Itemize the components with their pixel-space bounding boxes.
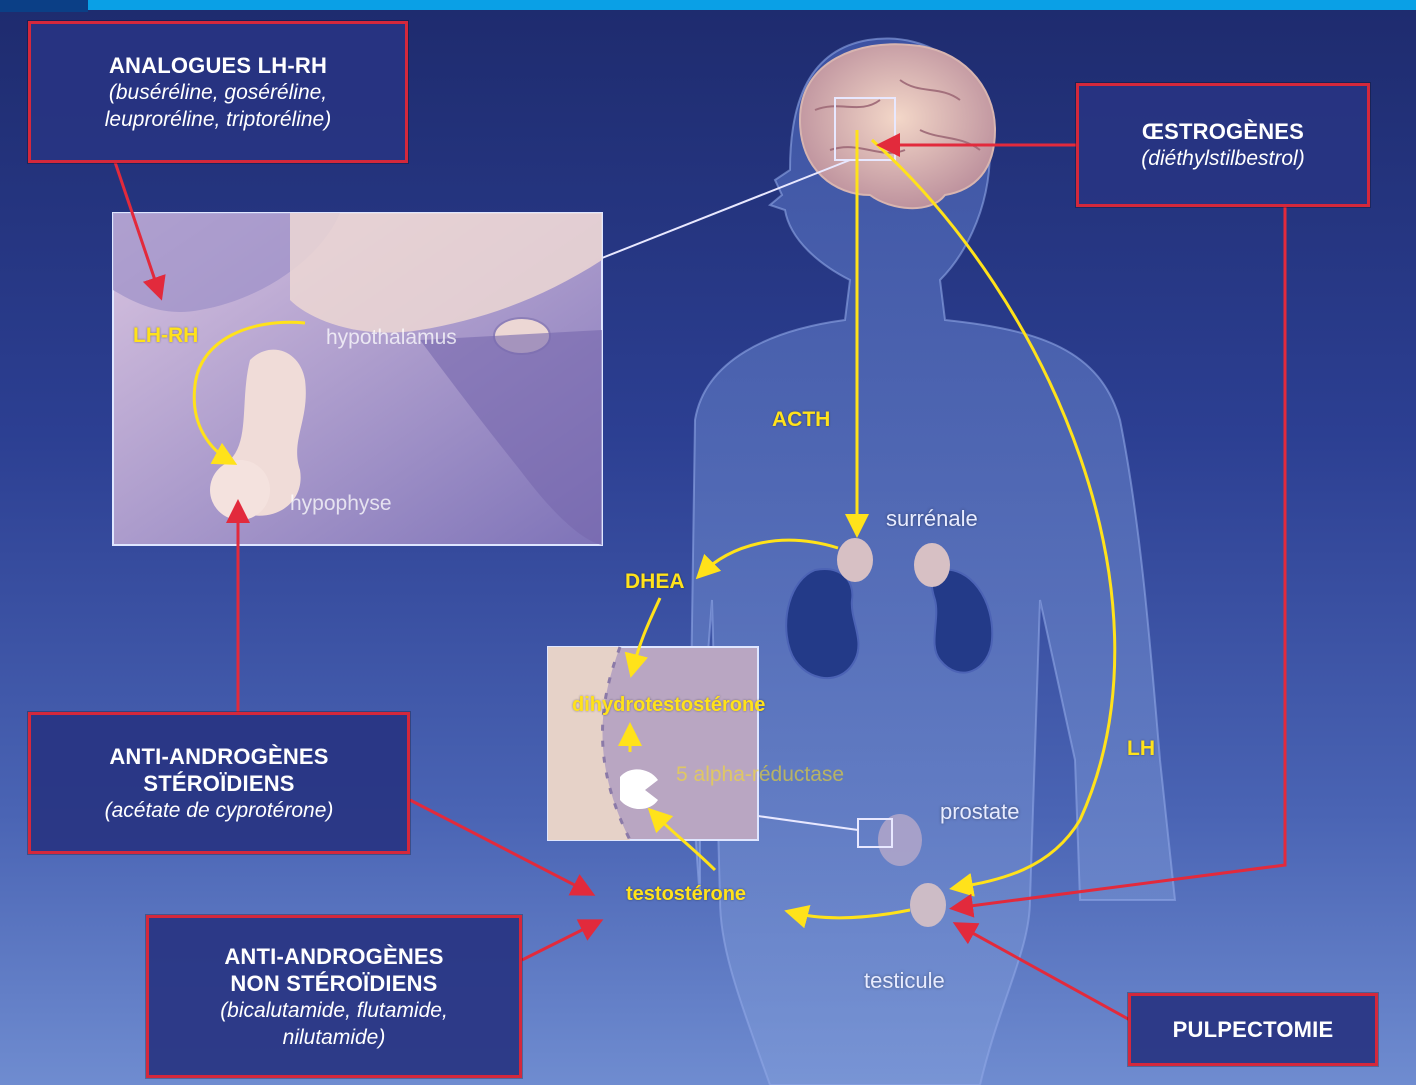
anti-non-steroidiens-subtitle: (bicalutamide, flutamide, nilutamide) [149,997,519,1051]
label-lhrh: LH-RH [133,324,198,348]
analogues-title: ANALOGUES LH-RH [31,52,405,79]
box-oestrogenes: ŒSTROGÈNES (diéthylstilbestrol) [1076,83,1370,207]
oestrogenes-subtitle: (diéthylstilbestrol) [1079,145,1367,172]
label-dihydrotestosterone: dihydrotestostérone [572,694,765,717]
oestrogenes-title: ŒSTROGÈNES [1079,118,1367,145]
anti-steroidiens-title: ANTI-ANDROGÈNES STÉROÏDIENS [31,743,407,797]
label-prostate: prostate [940,799,1020,825]
pulpectomie-title: PULPECTOMIE [1131,1016,1375,1043]
anti-steroidiens-subtitle: (acétate de cyprotérone) [31,797,407,824]
label-dhea: DHEA [625,570,685,594]
label-lh: LH [1127,737,1155,761]
anti-non-steroidiens-title: ANTI-ANDROGÈNES NON STÉROÏDIENS [149,943,519,997]
label-surrenale: surrénale [886,506,978,532]
brain [800,44,995,208]
analogues-subtitle: (buséréline, goséréline, leuproréline, t… [31,79,405,133]
label-hypothalamus: hypothalamus [326,326,457,350]
label-hypophyse: hypophyse [290,492,392,516]
label-5-alpha-reductase: 5 alpha-réductase [676,763,844,787]
box-anti-androgenes-non-steroidiens: ANTI-ANDROGÈNES NON STÉROÏDIENS (bicalut… [146,915,522,1078]
label-testosterone: testostérone [626,883,746,906]
box-analogues-lhrh: ANALOGUES LH-RH (buséréline, goséréline,… [28,21,408,163]
label-acth: ACTH [772,408,830,432]
box-anti-androgenes-steroidiens: ANTI-ANDROGÈNES STÉROÏDIENS (acétate de … [28,712,410,854]
box-pulpectomie: PULPECTOMIE [1128,993,1378,1066]
label-testicule: testicule [864,968,945,994]
